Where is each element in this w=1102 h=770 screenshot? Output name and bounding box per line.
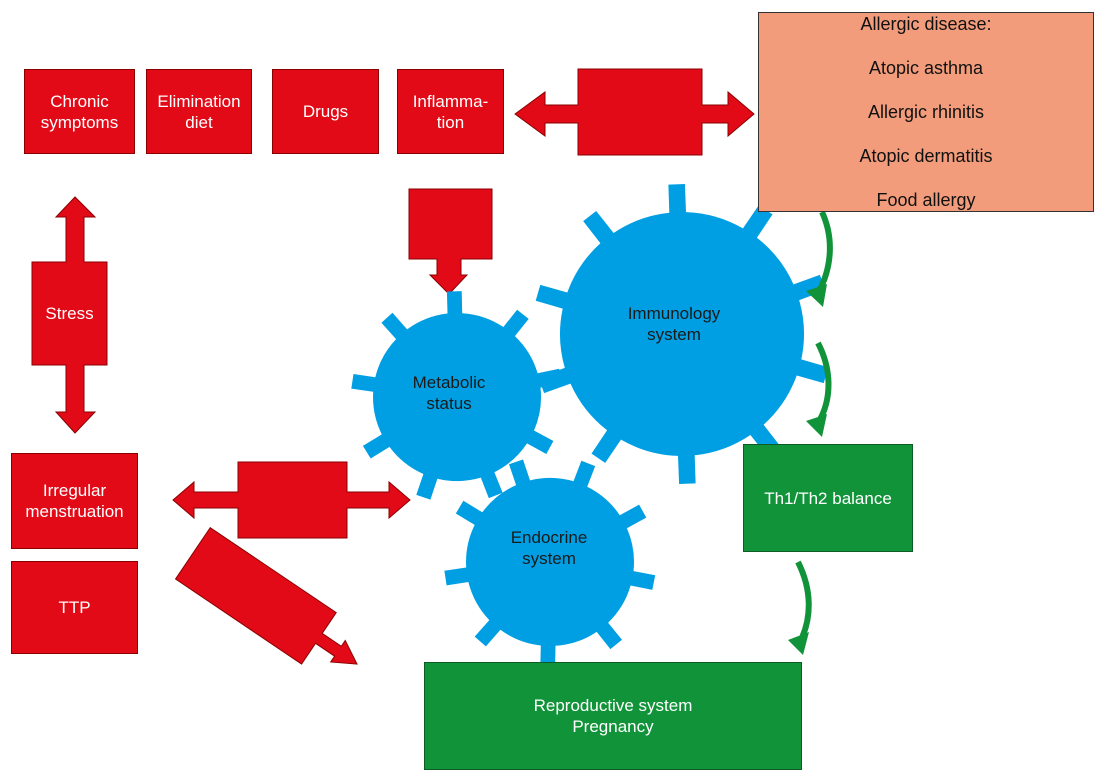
allergic-disease-box: Allergic disease: Atopic asthma Allergic… bbox=[758, 12, 1094, 212]
irregular-menstruation-box: Irregular menstruation bbox=[11, 453, 138, 549]
metabolic-gear bbox=[351, 291, 563, 500]
gear-metabolic-shape bbox=[351, 291, 563, 500]
drugs-box: Drugs bbox=[272, 69, 379, 154]
green-curved-arrow-3 bbox=[788, 560, 812, 655]
down-arrow-to-metabolic bbox=[408, 188, 493, 295]
gear-immunology-shape bbox=[535, 184, 829, 484]
allergic-disease-title: Allergic disease: bbox=[860, 14, 992, 34]
allergic-item: Food allergy bbox=[876, 190, 976, 210]
stress-double-arrow bbox=[31, 196, 108, 434]
immunology-label: Immunology system bbox=[627, 304, 721, 344]
green-curved-arrow-2 bbox=[806, 341, 832, 437]
ttp-box: TTP bbox=[11, 561, 138, 654]
endocrine-label: Endocrine system bbox=[510, 528, 588, 568]
endocrine-gear bbox=[444, 459, 656, 668]
th-balance-box: Th1/Th2 balance bbox=[743, 444, 913, 552]
green-curved-arrow-1 bbox=[806, 210, 833, 307]
gear-endocrine-shape bbox=[444, 459, 656, 668]
immunology-gear bbox=[535, 184, 829, 484]
allergic-item: Atopic asthma bbox=[868, 58, 984, 78]
allergic-item: Atopic dermatitis bbox=[859, 146, 993, 166]
allergic-item: Allergic rhinitis bbox=[867, 102, 985, 122]
elimination-diet-box: Elimination diet bbox=[146, 69, 252, 154]
chronic-symptoms-box: Chronic symptoms bbox=[24, 69, 135, 154]
inflammation-box: Inflamma- tion bbox=[397, 69, 504, 154]
reproductive-system-box: Reproductive system Pregnancy bbox=[424, 662, 802, 770]
metabolic-label: Metabolic status bbox=[412, 373, 486, 413]
menstruation-gears-double-arrow bbox=[172, 461, 411, 539]
ttp-reproductive-arrow bbox=[174, 526, 358, 665]
stress-label: Stress bbox=[45, 303, 94, 323]
inflammation-allergy-double-arrow bbox=[514, 68, 755, 156]
